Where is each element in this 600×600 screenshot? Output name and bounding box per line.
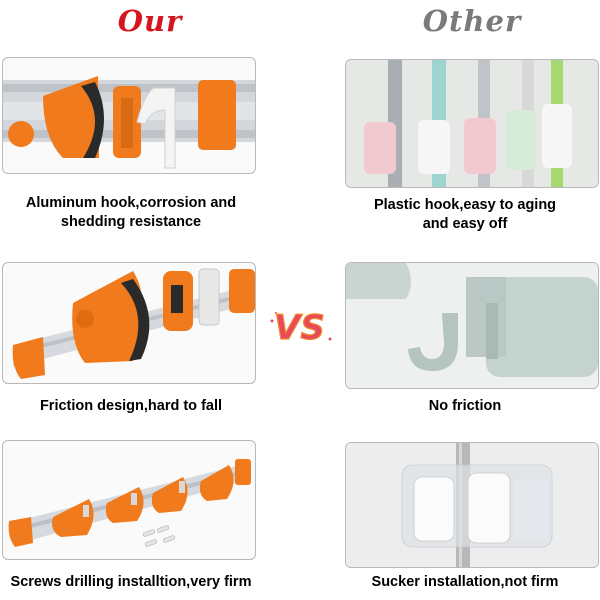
caption-line: Screws drilling installtion,very firm bbox=[10, 574, 252, 590]
caption-line: and easy off bbox=[422, 216, 508, 232]
ours-caption-2: Friction design,hard to fall bbox=[0, 397, 262, 416]
other-plastic-hook-photo bbox=[345, 59, 599, 188]
caption-line: Sucker installation,not firm bbox=[371, 574, 559, 590]
caption-line: Aluminum hook,corrosion and bbox=[25, 195, 237, 211]
caption-line: Plastic hook,easy to aging bbox=[373, 197, 557, 213]
vs-text: VS bbox=[274, 308, 325, 347]
other-heading: Other bbox=[422, 4, 522, 38]
other-caption-2: No friction bbox=[335, 397, 595, 416]
other-caption-3: Sucker installation,not firm bbox=[335, 573, 595, 592]
ours-aluminum-hook-photo bbox=[2, 57, 256, 174]
ours-friction-design-photo bbox=[2, 262, 256, 384]
ours-caption-1: Aluminum hook,corrosion and shedding res… bbox=[0, 194, 262, 232]
other-sucker-installation-photo bbox=[345, 442, 599, 568]
ours-heading: Our bbox=[117, 4, 183, 38]
ours-caption-3: Screws drilling installtion,very firm bbox=[0, 573, 262, 592]
caption-line: Friction design,hard to fall bbox=[39, 398, 223, 414]
other-caption-1: Plastic hook,easy to aging and easy off bbox=[335, 196, 595, 234]
caption-line: shedding resistance bbox=[60, 214, 202, 230]
caption-line: No friction bbox=[428, 398, 502, 414]
vs-badge: VS bbox=[270, 303, 334, 349]
ours-screw-installation-photo bbox=[2, 440, 256, 560]
other-no-friction-photo bbox=[345, 262, 599, 389]
